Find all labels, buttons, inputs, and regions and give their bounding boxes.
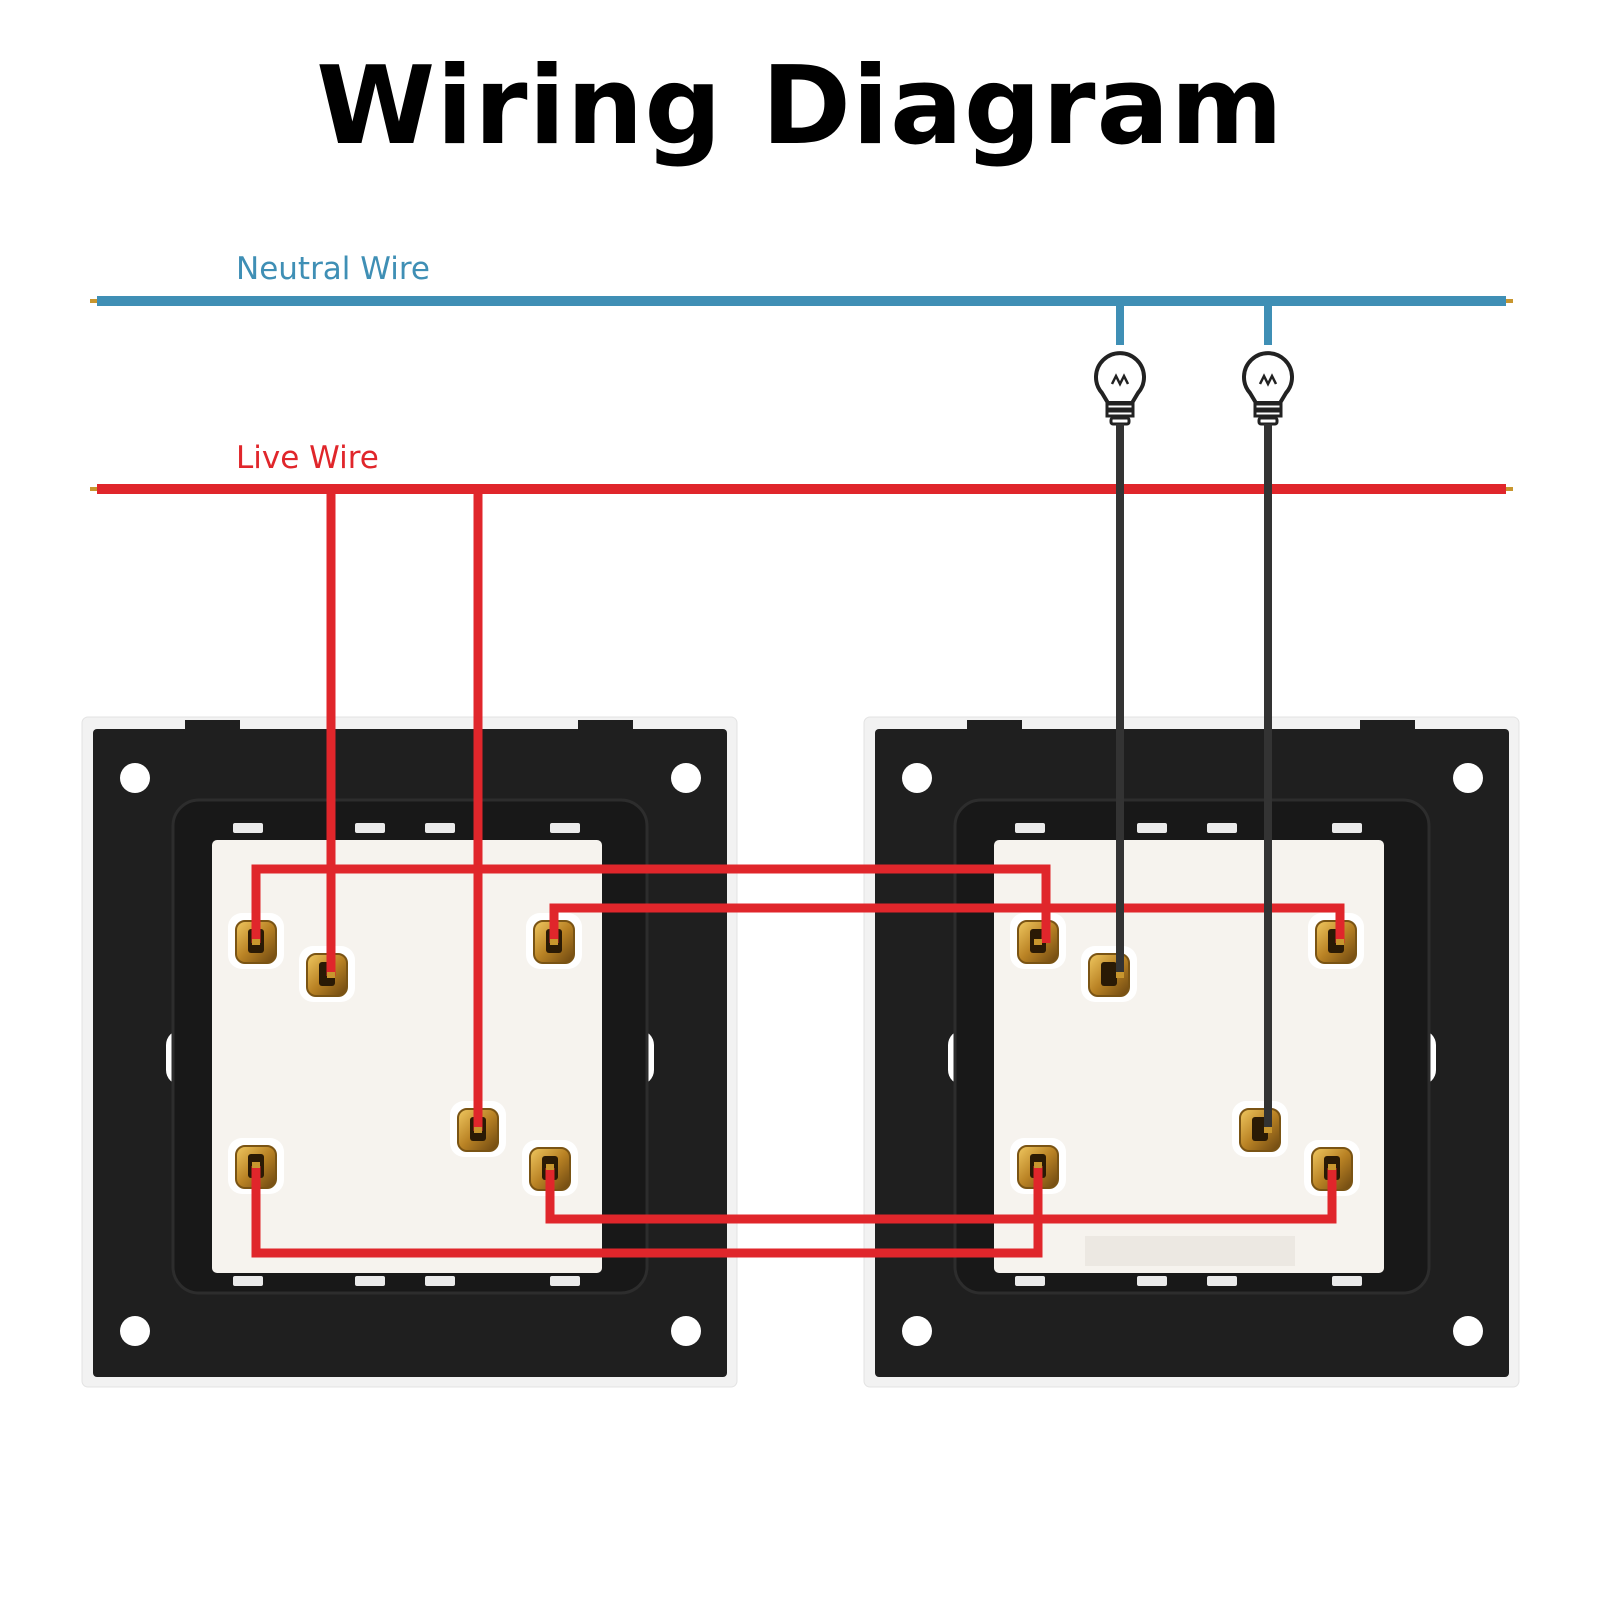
- traveler-wire-bottom-inner: [545, 1168, 1337, 1224]
- mounting-hole: [1453, 1316, 1483, 1346]
- mounting-hole: [902, 763, 932, 793]
- live-drops: [326, 489, 483, 1131]
- page-title: Wiring Diagram: [316, 44, 1284, 169]
- traveler-wire-bottom-outer: [251, 1166, 1043, 1258]
- terminal: [1081, 946, 1137, 1002]
- right-switch-plate: [863, 716, 1520, 1388]
- terminal: [1232, 1101, 1288, 1157]
- mounting-hole: [671, 1316, 701, 1346]
- light-bulb-icon: [1094, 351, 1146, 426]
- mounting-hole: [1453, 763, 1483, 793]
- switch-body: [212, 840, 602, 1273]
- load-wires: [1116, 424, 1272, 1131]
- mounting-hole: [902, 1316, 932, 1346]
- neutral-wire: [90, 296, 1513, 345]
- live-wire-label: Live Wire: [236, 440, 379, 476]
- wire-tips: [252, 939, 1344, 1170]
- traveler-wire-top-inner: [549, 903, 1345, 943]
- neutral-wire-label: Neutral Wire: [236, 251, 430, 287]
- left-switch-plate: [81, 716, 738, 1388]
- mounting-hole: [671, 763, 701, 793]
- traveler-wires: [251, 864, 1345, 1258]
- light-bulb-icon: [1242, 351, 1294, 426]
- mounting-hole: [120, 1316, 150, 1346]
- mounting-hole: [120, 763, 150, 793]
